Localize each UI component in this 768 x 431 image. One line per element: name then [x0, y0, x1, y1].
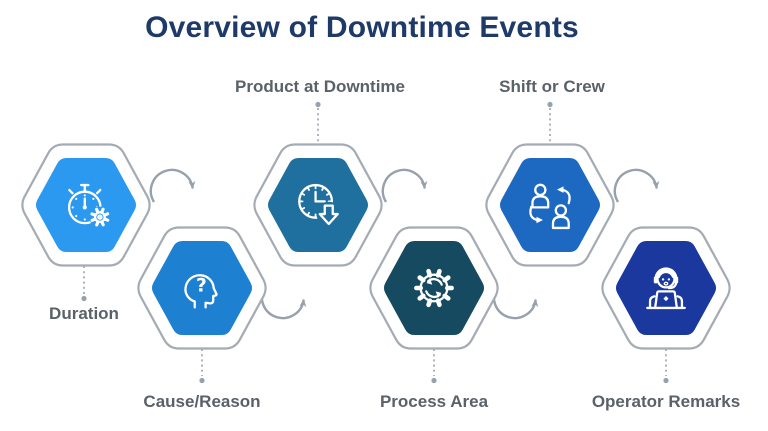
svg-text:?: ?	[196, 276, 207, 297]
step-operator-remarks	[601, 226, 731, 350]
operator-headset-icon	[646, 267, 686, 310]
step-label-operator-remarks: Operator Remarks	[591, 392, 741, 411]
step-label-product-at-downtime: Product at Downtime	[234, 77, 406, 96]
label-connector-shift-or-crew	[547, 101, 553, 144]
step-label-process-area: Process Area	[379, 392, 489, 411]
label-connector-cause-reason	[199, 349, 205, 384]
flow-arrow-4	[492, 285, 539, 320]
flow-arrow-1	[149, 168, 196, 203]
hex-fill	[151, 241, 253, 335]
step-label-duration: Duration	[49, 304, 119, 323]
gear-sync-icon	[414, 268, 454, 308]
hex-fill	[267, 158, 369, 252]
step-label-shift-or-crew: Shift or Crew	[499, 77, 605, 96]
step-label-cause-reason: Cause/Reason	[143, 392, 261, 411]
flow-arrow-2	[260, 285, 307, 320]
hex-fill	[383, 241, 485, 335]
hex-fill	[499, 158, 601, 252]
head-question-icon: ?	[184, 274, 218, 309]
flow-arrow-5	[613, 168, 660, 203]
label-connector-duration	[81, 266, 87, 302]
step-shift-or-crew	[485, 143, 615, 267]
step-duration	[21, 143, 151, 267]
clock-down-arrow-icon	[298, 183, 342, 227]
crew-swap-icon	[529, 183, 571, 230]
page-title: Overview of Downtime Events	[145, 11, 579, 44]
flow-arrow-3	[381, 168, 428, 203]
step-product-at-downtime	[253, 143, 383, 267]
step-process-area	[369, 226, 499, 350]
stopwatch-gear-icon	[67, 183, 111, 228]
label-connector-product-at-downtime	[315, 101, 321, 144]
label-connector-operator-remarks	[663, 349, 669, 384]
hex-fill	[35, 158, 137, 252]
label-connector-process-area	[431, 349, 437, 384]
step-cause-reason: ?	[137, 226, 267, 350]
